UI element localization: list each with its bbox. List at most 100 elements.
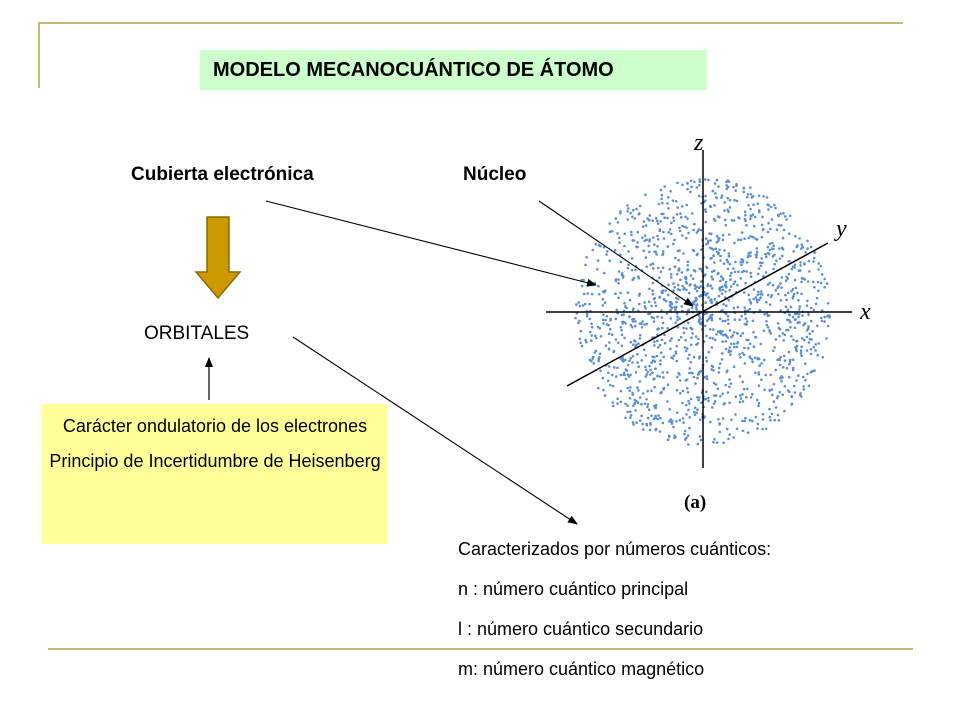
electron-dot — [675, 359, 679, 363]
electron-dot — [717, 252, 720, 256]
electron-dot — [710, 300, 713, 303]
electron-dot — [696, 342, 700, 345]
electron-dot — [743, 346, 746, 350]
electron-dot — [785, 328, 788, 332]
electron-dot — [646, 416, 650, 420]
electron-dot — [685, 378, 689, 381]
electron-dot — [648, 240, 651, 243]
electron-dot — [662, 237, 666, 240]
electron-dot — [620, 344, 624, 348]
electron-dot — [678, 379, 682, 382]
electron-dot — [678, 418, 682, 422]
electron-dot — [775, 259, 778, 263]
electron-dot — [779, 212, 782, 215]
electron-dot — [691, 277, 695, 281]
electron-dot — [676, 206, 679, 209]
electron-dot — [656, 346, 660, 349]
electron-dot — [592, 362, 595, 365]
electron-dot — [660, 316, 664, 319]
electron-dot — [775, 228, 779, 231]
electron-dot — [749, 302, 753, 305]
electron-dot — [719, 279, 722, 283]
electron-dot — [579, 341, 582, 345]
electron-dot — [669, 190, 672, 193]
electron-dot — [727, 233, 731, 236]
electron-dot — [619, 325, 623, 329]
electron-dot — [679, 335, 683, 339]
electron-dot — [710, 275, 713, 279]
electron-dot — [638, 302, 641, 306]
electron-dot — [692, 249, 696, 253]
electron-dot — [653, 340, 656, 344]
electron-dot — [638, 212, 641, 215]
electron-dot — [789, 305, 793, 309]
electron-dot — [819, 281, 823, 285]
electron-dot — [766, 203, 769, 206]
electron-dot — [580, 344, 584, 348]
electron-dot — [759, 264, 763, 268]
electron-dot — [721, 277, 725, 280]
electron-dot — [645, 373, 649, 376]
electron-dot — [809, 306, 813, 310]
electron-dot — [732, 342, 736, 346]
electron-dot — [761, 427, 764, 431]
electron-dot — [652, 267, 655, 270]
electron-dot — [795, 245, 799, 249]
electron-dot — [699, 267, 703, 271]
electron-dot — [728, 433, 731, 436]
electron-dot — [778, 363, 782, 367]
electron-dot — [754, 371, 757, 375]
electron-dot — [697, 286, 701, 290]
electron-dot — [692, 355, 696, 359]
electron-dot — [675, 411, 679, 415]
electron-dot — [800, 345, 803, 349]
electron-dot — [697, 371, 701, 375]
electron-dot — [675, 388, 679, 392]
electron-dot — [793, 312, 797, 316]
electron-dot — [801, 314, 804, 317]
electron-dot — [628, 298, 632, 302]
electron-dot — [703, 376, 707, 379]
electron-dot — [779, 282, 782, 285]
electron-dot — [608, 341, 611, 344]
electron-dot — [671, 199, 675, 202]
electron-dot — [768, 389, 772, 392]
electron-dot — [615, 308, 619, 312]
electron-dot — [594, 336, 598, 340]
electron-dot — [681, 401, 684, 405]
electron-dot — [644, 307, 647, 310]
electron-dot — [789, 320, 792, 324]
electron-dot — [626, 218, 630, 221]
electron-dot — [640, 402, 643, 406]
electron-dot — [710, 287, 714, 290]
electron-dot — [748, 418, 752, 422]
electron-dot — [614, 278, 618, 281]
electron-dot — [676, 181, 679, 185]
electron-dot — [699, 438, 703, 442]
electron-dot — [799, 351, 803, 355]
electron-dot — [601, 297, 604, 301]
electron-dot — [616, 366, 619, 370]
electron-dot — [716, 387, 720, 391]
electron-dot — [626, 207, 630, 210]
electron-dot — [713, 400, 717, 403]
electron-dot — [653, 297, 656, 300]
electron-dot — [708, 232, 711, 235]
electron-dot — [728, 378, 731, 381]
electron-dot — [623, 244, 626, 248]
electron-dot — [728, 198, 732, 202]
electron-dot — [752, 224, 756, 228]
electron-dot — [660, 197, 663, 201]
electron-dot — [790, 402, 794, 406]
electron-dot — [694, 382, 697, 385]
electron-dot — [632, 423, 635, 426]
electron-dot — [674, 305, 678, 309]
electron-dot — [719, 394, 722, 398]
electron-dot — [674, 199, 678, 203]
electron-dot — [742, 187, 746, 190]
electron-dot — [685, 203, 688, 207]
electron-dot — [687, 408, 690, 412]
electron-dot — [748, 342, 752, 346]
electron-dot — [685, 327, 688, 330]
electron-dot — [767, 221, 770, 225]
